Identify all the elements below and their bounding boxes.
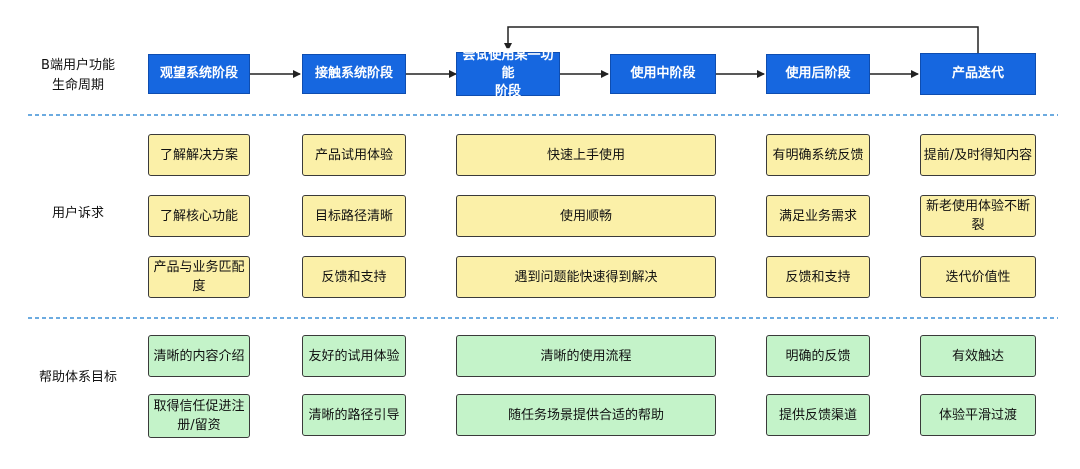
- goal-box: 明确的反馈: [766, 335, 870, 377]
- goal-box: 有效触达: [920, 335, 1036, 377]
- stage-contact: 接触系统阶段: [302, 54, 406, 94]
- need-box: 遇到问题能快速得到解决: [456, 256, 716, 298]
- goal-label: 体验平滑过渡: [938, 407, 1017, 423]
- row-label-needs: 用户诉求: [28, 204, 128, 224]
- goal-label: 清晰的路径引导: [308, 407, 400, 423]
- goal-box: 随任务场景提供合适的帮助: [456, 394, 716, 436]
- need-label: 了解核心功能: [159, 208, 238, 224]
- goal-label: 随任务场景提供合适的帮助: [507, 407, 664, 423]
- need-label: 有明确系统反馈: [772, 147, 864, 163]
- need-box: 了解核心功能: [148, 195, 250, 237]
- goal-label: 清晰的内容介绍: [153, 348, 245, 364]
- need-box: 了解解决方案: [148, 134, 250, 176]
- row-label-line: B端用户功能: [41, 58, 115, 73]
- row-label-line: 用户诉求: [51, 206, 104, 221]
- stage-try: 尝试使用某一功能 阶段: [456, 48, 560, 99]
- need-label: 迭代价值性: [945, 269, 1011, 285]
- need-box: 反馈和支持: [302, 256, 406, 298]
- need-label: 快速上手使用: [546, 147, 625, 163]
- need-label: 使用顺畅: [559, 208, 612, 224]
- stage-using: 使用中阶段: [610, 54, 716, 94]
- need-box: 目标路径清晰: [302, 195, 406, 237]
- goal-box: 取得信任促进注 册/留资: [148, 394, 250, 438]
- stage-label: 产品迭代: [951, 66, 1004, 81]
- row-label-lifecycle: B端用户功能 生命周期: [28, 56, 128, 96]
- need-box: 反馈和支持: [766, 256, 870, 298]
- goal-box: 清晰的使用流程: [456, 335, 716, 377]
- arrow-iterate-loop: [504, 26, 979, 53]
- stage-label: 阶段: [494, 84, 521, 99]
- need-label: 反馈和支持: [785, 269, 851, 285]
- stage-label: 接触系统阶段: [314, 66, 393, 81]
- goal-box: 提供反馈渠道: [766, 394, 870, 436]
- need-label: 目标路径清晰: [314, 208, 393, 224]
- goal-box: 清晰的内容介绍: [148, 335, 250, 377]
- need-box: 迭代价值性: [920, 256, 1036, 298]
- row-label-goals: 帮助体系目标: [28, 368, 128, 388]
- goal-box: 清晰的路径引导: [302, 394, 406, 436]
- need-label: 产品试用体验: [314, 147, 393, 163]
- need-box: 新老使用体验不断裂: [920, 195, 1036, 237]
- stage-observe: 观望系统阶段: [148, 54, 250, 94]
- goal-label: 有效触达: [951, 348, 1004, 364]
- row-label-line: 生命周期: [51, 78, 104, 93]
- need-box: 快速上手使用: [456, 134, 716, 176]
- stage-label: 观望系统阶段: [159, 66, 238, 81]
- need-box: 提前/及时得知内容: [920, 134, 1036, 176]
- stage-label: 使用后阶段: [785, 66, 851, 81]
- goal-box: 体验平滑过渡: [920, 394, 1036, 436]
- need-box: 使用顺畅: [456, 195, 716, 237]
- stage-label: 尝试使用某一功能: [462, 48, 554, 81]
- need-box: 产品试用体验: [302, 134, 406, 176]
- row-label-line: 帮助体系目标: [38, 370, 117, 385]
- goal-label: 友好的试用体验: [308, 348, 400, 364]
- stage-iterate: 产品迭代: [920, 53, 1036, 95]
- goal-label: 清晰的使用流程: [540, 348, 632, 364]
- goal-label: 明确的反馈: [785, 348, 851, 364]
- goal-box: 友好的试用体验: [302, 335, 406, 377]
- need-box: 有明确系统反馈: [766, 134, 870, 176]
- goal-label: 册/留资: [177, 418, 221, 433]
- need-label: 产品与业务匹配度: [153, 260, 245, 294]
- need-label: 了解解决方案: [159, 147, 238, 163]
- need-label: 遇到问题能快速得到解决: [514, 269, 658, 285]
- need-label: 提前/及时得知内容: [923, 147, 1033, 163]
- need-box: 产品与业务匹配度: [148, 256, 250, 298]
- need-label: 反馈和支持: [321, 269, 387, 285]
- stage-after: 使用后阶段: [766, 54, 870, 94]
- stage-label: 使用中阶段: [630, 66, 696, 81]
- need-label: 满足业务需求: [778, 208, 857, 224]
- need-box: 满足业务需求: [766, 195, 870, 237]
- need-label: 新老使用体验不断裂: [925, 199, 1030, 233]
- goal-label: 提供反馈渠道: [778, 407, 857, 423]
- goal-label: 取得信任促进注: [153, 399, 245, 414]
